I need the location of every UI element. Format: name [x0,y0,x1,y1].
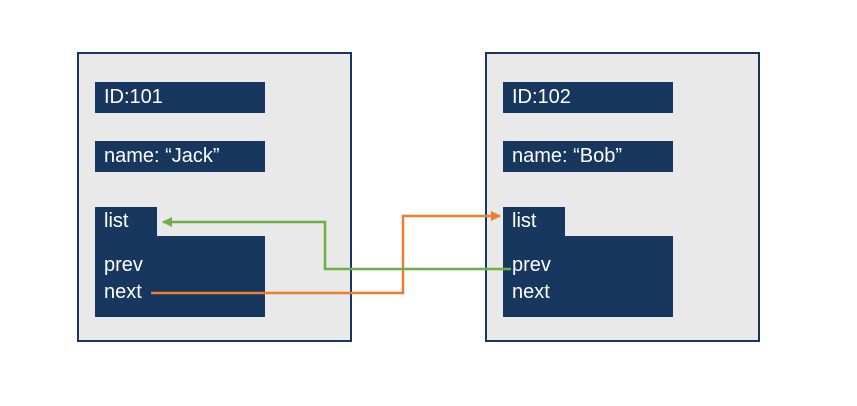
list-field: list [503,207,565,236]
list-label: list [512,210,537,232]
id-field: ID:101 [95,82,265,113]
prev-next-field: prev next [503,236,673,317]
name-label: name: “Jack” [104,145,220,167]
node-box-102: ID:102 name: “Bob” list prev next [485,52,760,342]
name-field: name: “Jack” [95,141,265,172]
id-label: ID:101 [104,86,163,108]
prev-next-field: prev next [95,236,265,317]
prev-label: prev [512,254,551,276]
name-field: name: “Bob” [503,141,673,172]
name-label: name: “Bob” [512,145,623,167]
id-field: ID:102 [503,82,673,113]
list-field: list [95,207,157,236]
next-label: next [512,281,550,303]
next-label: next [104,281,142,303]
node-box-101: ID:101 name: “Jack” list prev next [77,52,352,342]
prev-label: prev [104,254,143,276]
id-label: ID:102 [512,86,571,108]
list-label: list [104,210,129,232]
